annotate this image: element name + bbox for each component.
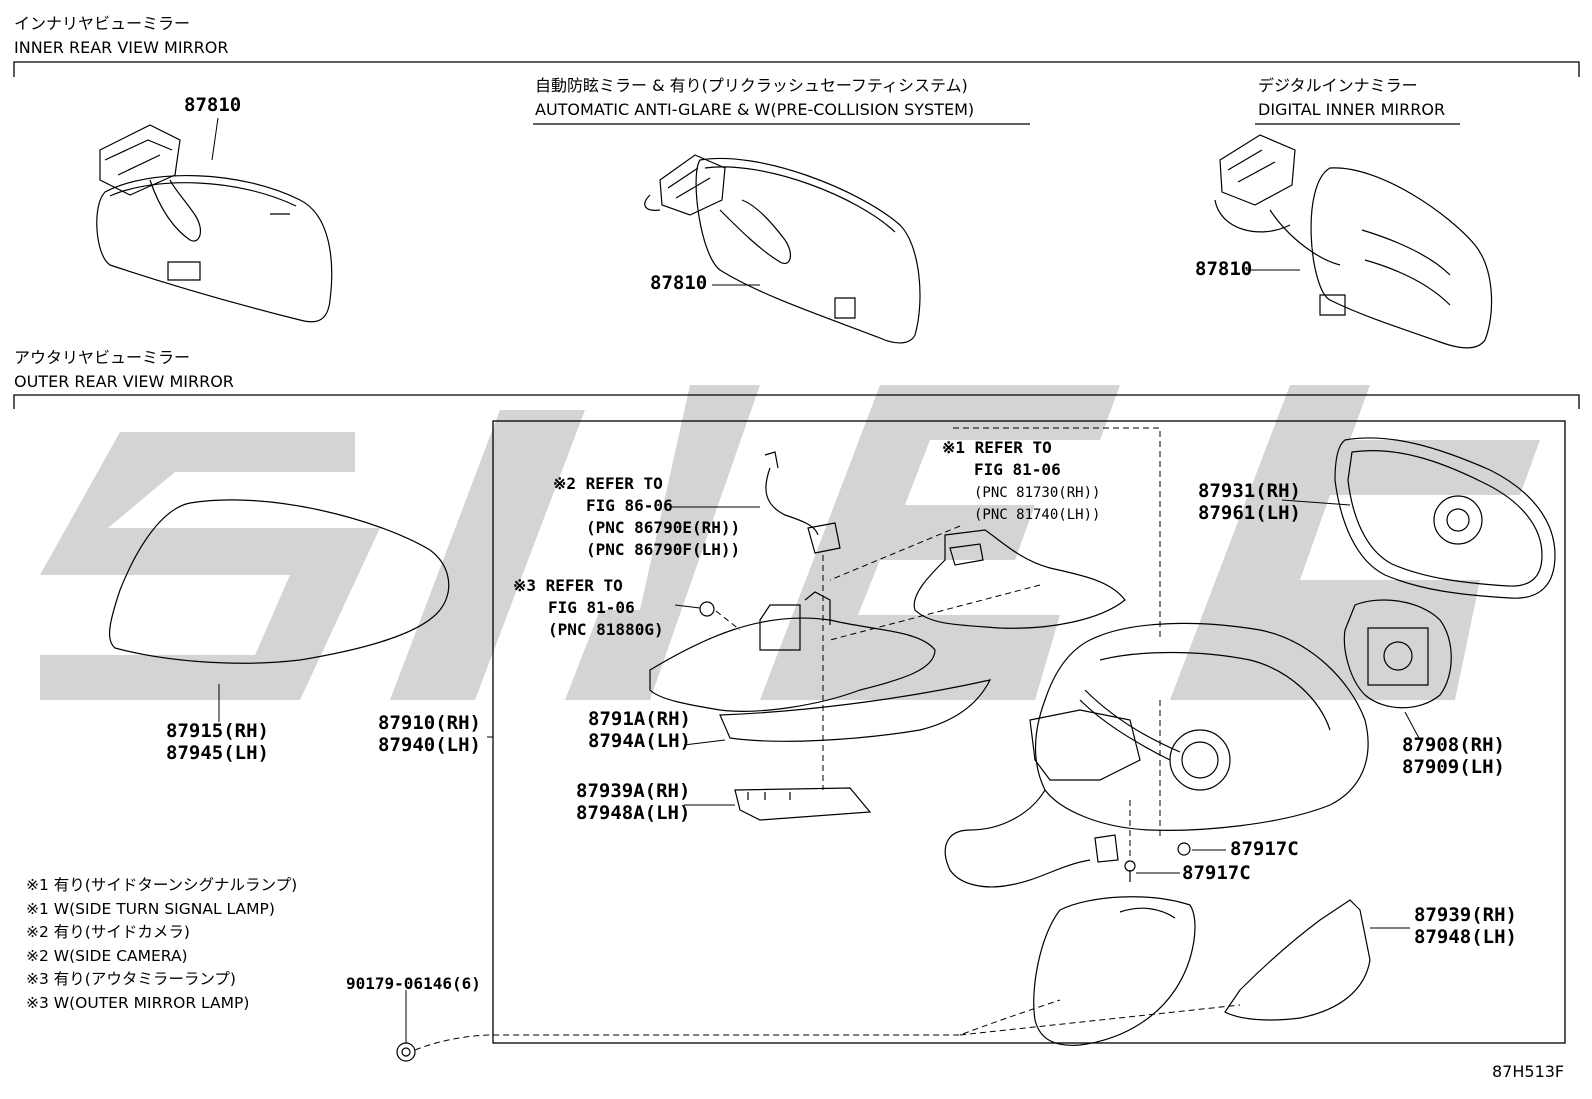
ref2-pnc-rh: (PNC 86790E(RH)) xyxy=(586,518,741,537)
outer-mirror-exploded[interactable] xyxy=(396,437,1556,1062)
part-number-87939[interactable]: 87939(RH) xyxy=(1414,904,1517,926)
variant-auto-jp: 自動防眩ミラー & 有り(プリクラッシュセーフティシステム) xyxy=(535,76,968,95)
part-number-87931[interactable]: 87931(RH) xyxy=(1198,480,1301,502)
part-number-87810-standard[interactable]: 87810 xyxy=(184,94,242,116)
variant-digital-jp: デジタルインナミラー xyxy=(1258,76,1418,95)
ref1-fig-link[interactable]: FIG 81-06 xyxy=(974,460,1061,479)
inner-section-title-en: INNER REAR VIEW MIRROR xyxy=(14,38,229,57)
ref2-fig-link[interactable]: FIG 86-06 xyxy=(586,496,673,515)
ref2-pnc-lh: (PNC 86790F(LH)) xyxy=(586,540,741,559)
variant-auto-en: AUTOMATIC ANTI-GLARE & W(PRE-COLLISION S… xyxy=(535,100,975,119)
part-number-87909[interactable]: 87909(LH) xyxy=(1402,756,1505,778)
part-number-87948[interactable]: 87948(LH) xyxy=(1414,926,1517,948)
part-number-8794a[interactable]: 8794A(LH) xyxy=(588,730,691,752)
part-number-87948a[interactable]: 87948A(LH) xyxy=(576,802,691,824)
note-3-en: ※3 W(OUTER MIRROR LAMP) xyxy=(26,994,250,1012)
section-frames xyxy=(13,61,1580,1044)
ref3-title: ※3 REFER TO xyxy=(513,576,623,595)
part-number-87915[interactable]: 87915(RH) xyxy=(166,720,269,742)
part-number-87810-auto[interactable]: 87810 xyxy=(650,272,708,294)
part-number-87810-digital[interactable]: 87810 xyxy=(1195,258,1253,280)
variant-digital-en: DIGITAL INNER MIRROR xyxy=(1258,100,1446,119)
part-number-90179[interactable]: 90179-06146(6) xyxy=(346,974,481,993)
part-number-87940[interactable]: 87940(LH) xyxy=(378,734,481,756)
inner-mirror-digital[interactable] xyxy=(1214,134,1493,349)
mirror-glass-outline[interactable] xyxy=(109,499,450,664)
outer-section-title-jp: アウタリヤビューミラー xyxy=(14,348,191,367)
part-number-87945[interactable]: 87945(LH) xyxy=(166,742,269,764)
part-number-87917c-lower[interactable]: 87917C xyxy=(1182,862,1251,884)
ref1-pnc-rh: (PNC 81730(RH)) xyxy=(974,485,1101,501)
note-1-jp: ※1 有り(サイドターンシグナルランプ) xyxy=(26,876,298,894)
part-number-87908[interactable]: 87908(RH) xyxy=(1402,734,1505,756)
part-number-8791a[interactable]: 8791A(RH) xyxy=(588,708,691,730)
part-number-87961[interactable]: 87961(LH) xyxy=(1198,502,1301,524)
ref1-title: ※1 REFER TO xyxy=(942,438,1052,457)
note-3-jp: ※3 有り(アウタミラーランプ) xyxy=(26,970,236,988)
outer-section-title-en: OUTER REAR VIEW MIRROR xyxy=(14,372,234,391)
ref2-title: ※2 REFER TO xyxy=(553,474,663,493)
note-1-en: ※1 W(SIDE TURN SIGNAL LAMP) xyxy=(26,900,275,918)
note-2-en: ※2 W(SIDE CAMERA) xyxy=(26,947,188,965)
watermark-logo xyxy=(40,385,1540,700)
note-2-jp: ※2 有り(サイドカメラ) xyxy=(26,923,190,941)
dashed-lines xyxy=(414,427,1241,1051)
part-number-87939a[interactable]: 87939A(RH) xyxy=(576,780,691,802)
ref3-pnc: (PNC 81880G) xyxy=(548,620,664,639)
part-number-87910[interactable]: 87910(RH) xyxy=(378,712,481,734)
inner-mirror-auto-antiglare[interactable] xyxy=(644,154,921,344)
leader-lines xyxy=(211,117,1421,1043)
ref3-fig-link[interactable]: FIG 81-06 xyxy=(548,598,635,617)
figure-code: 87H513F xyxy=(1492,1062,1565,1081)
inner-section-title-jp: インナリヤビューミラー xyxy=(14,14,191,33)
inner-mirror-standard[interactable] xyxy=(96,124,333,323)
part-number-87917c-upper[interactable]: 87917C xyxy=(1230,838,1299,860)
ref1-pnc-lh: (PNC 81740(LH)) xyxy=(974,507,1101,523)
